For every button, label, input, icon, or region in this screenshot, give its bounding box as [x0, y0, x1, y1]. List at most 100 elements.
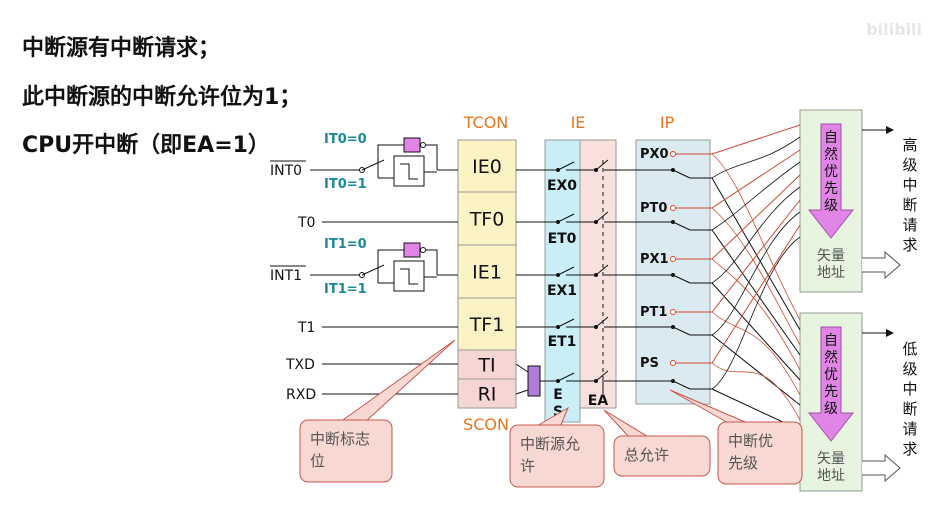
- wire: [426, 249, 438, 275]
- flag-label-ie0: IE0: [472, 156, 502, 178]
- cross-wire: [711, 136, 801, 179]
- source-label-t1: T1: [297, 320, 315, 336]
- callout-priority-text-line: 中断优: [728, 432, 773, 450]
- low-request-char: 中: [902, 380, 917, 398]
- cross-wire: [711, 311, 801, 396]
- edge-trigger-box: [393, 260, 425, 292]
- scon-header: SCON: [463, 415, 509, 434]
- switch-blade: [557, 372, 575, 382]
- low-priority-wire: [711, 229, 801, 356]
- callout-flag-text: 中断标志位: [310, 430, 370, 470]
- priority-contact-high: [670, 151, 676, 157]
- enable-bit-ex0: EX0: [547, 178, 577, 194]
- falling-edge-icon: [400, 163, 418, 180]
- inverter-gate: [403, 137, 421, 153]
- callout-global-text-line: 总允许: [624, 446, 669, 464]
- callout-priority-text-line: 先级: [728, 454, 758, 472]
- natural-priority-char: 然: [824, 349, 838, 366]
- switch-blade: [557, 213, 575, 223]
- condition-2: 此中断源的中断允许位为1；: [22, 85, 302, 110]
- flag-cell-tf1: [457, 297, 517, 351]
- high-vector-arrow: [862, 250, 901, 280]
- enable-bit-et0: ET0: [548, 231, 577, 247]
- switch-blade: [672, 326, 691, 336]
- callout-enable-text-line: 许: [520, 457, 535, 475]
- callout-flag-pointer: [338, 339, 456, 423]
- wire: [515, 389, 529, 395]
- condition-1: 中断源有中断请求；: [22, 36, 221, 61]
- low-vector-address-line: 地址: [817, 468, 845, 484]
- enable-bit-es-s: S: [553, 404, 563, 420]
- callout-priority-text: 中断优先级: [728, 432, 773, 472]
- wire: [377, 144, 404, 154]
- cross-wire: [711, 207, 801, 346]
- natural-priority-arrow: [807, 123, 855, 239]
- low-priority-wire: [711, 334, 801, 406]
- high-vector-address-line: 矢量: [817, 248, 845, 264]
- natural-priority-char: 自: [824, 333, 838, 349]
- wire: [515, 363, 529, 373]
- callout-global-pointer: [603, 409, 652, 439]
- flag-label-ri: RI: [478, 384, 497, 406]
- callout-priority-box: [717, 421, 803, 485]
- low-request-char: 低: [902, 340, 917, 358]
- source-label-int1: INT1: [270, 268, 302, 284]
- natural-priority-char: 级: [824, 198, 838, 214]
- high-vector-address: 矢量地址: [817, 248, 845, 281]
- wire: [426, 144, 438, 170]
- flag-cell-ri: [457, 378, 517, 409]
- priority-contact-high: [670, 360, 676, 366]
- trigger-label-it1_1: IT1=1: [324, 282, 367, 297]
- switch-blade: [557, 266, 575, 276]
- low-priority-wire: [711, 282, 801, 381]
- cross-wire: [711, 236, 801, 390]
- bilibili-watermark: bilibili: [866, 20, 922, 39]
- enable-bit-et1: ET1: [548, 334, 577, 350]
- switch-blade: [672, 169, 691, 179]
- switch-blade: [557, 161, 575, 171]
- cross-wire: [711, 161, 801, 231]
- switch-blade: [672, 380, 691, 390]
- high-request-char: 级: [902, 156, 917, 174]
- natural-priority-char: 优: [824, 367, 838, 383]
- enable-bit-es-e: E: [553, 387, 563, 403]
- high-request-char: 求: [902, 236, 917, 254]
- switch-blade: [595, 370, 609, 382]
- priority-bit-px1: PX1: [640, 252, 669, 267]
- source-label-t0: T0: [297, 215, 315, 231]
- source-label-txd: TXD: [285, 357, 315, 373]
- trigger-label-it0_1: IT0=1: [324, 177, 367, 192]
- source-label-int0: INT0: [270, 163, 302, 179]
- priority-contact-high: [670, 309, 676, 315]
- switch-blade: [595, 159, 609, 171]
- natural-priority-char: 先: [824, 384, 838, 400]
- switch-blade: [595, 211, 609, 223]
- low-vector-address: 矢量地址: [817, 451, 845, 484]
- cross-wire: [711, 153, 801, 321]
- ie-header: IE: [571, 113, 586, 132]
- natural-priority-arrow: [807, 326, 855, 442]
- low-vector-address-line: 矢量: [817, 451, 845, 467]
- high-vector-address-line: 地址: [817, 265, 845, 281]
- switch-blade: [361, 159, 385, 171]
- flag-label-ie1: IE1: [472, 262, 502, 284]
- priority-contact-high: [670, 256, 676, 262]
- flag-cell-ie1: [457, 244, 517, 299]
- priority-bit-ps: PS: [640, 356, 659, 371]
- flag-label-tf1: TF1: [469, 314, 505, 336]
- switch-blade: [672, 274, 691, 284]
- natural-priority-char: 优: [824, 164, 838, 180]
- high-request-char: 高: [902, 136, 917, 154]
- callout-flag-box: [299, 419, 393, 483]
- ea-region: [579, 139, 617, 409]
- callout-enable-text: 中断源允许: [520, 435, 580, 475]
- cross-wire: [711, 186, 801, 284]
- falling-edge-icon: [400, 268, 418, 285]
- low-priority-wire: [711, 177, 801, 331]
- low-request-char: 断: [902, 400, 917, 418]
- low-vector-arrow: [862, 453, 901, 483]
- natural-priority-char: 然: [824, 146, 838, 163]
- high-request-char: 断: [902, 196, 917, 214]
- ea-label: EA: [588, 393, 609, 409]
- low-request-char: 请: [902, 420, 917, 438]
